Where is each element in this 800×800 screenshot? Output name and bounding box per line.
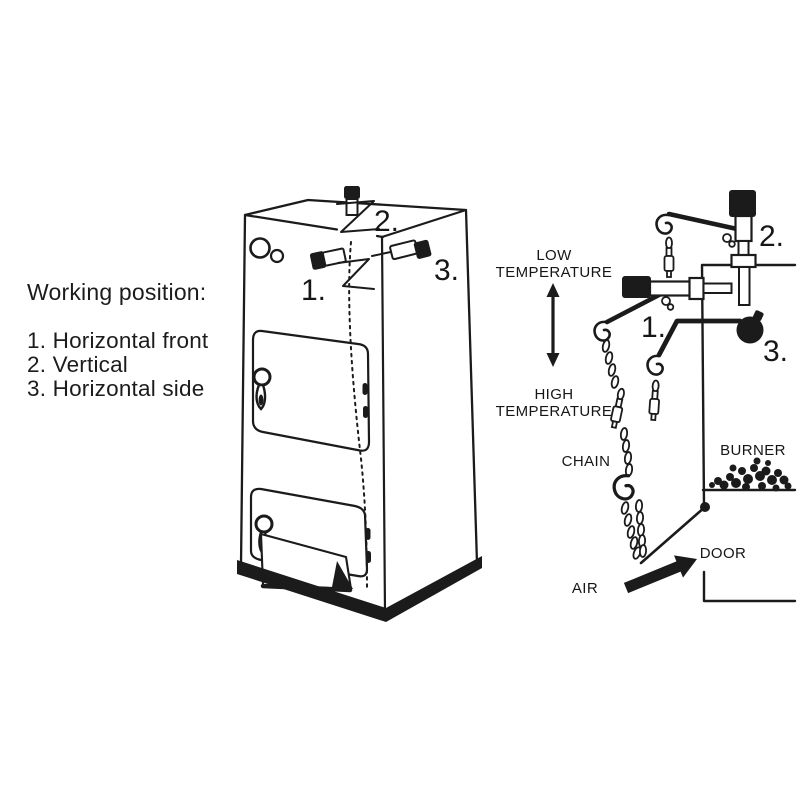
thermostat-body bbox=[648, 280, 692, 297]
regulator-chain bbox=[600, 338, 648, 561]
thermostat-knob bbox=[413, 239, 432, 259]
burner-coals bbox=[709, 457, 792, 492]
mounting-nut bbox=[688, 276, 705, 301]
door-frame-line bbox=[702, 570, 797, 603]
label-burner: BURNER bbox=[720, 442, 786, 459]
instructions-title: Working position: bbox=[27, 279, 207, 305]
flue-opening-large bbox=[249, 237, 271, 259]
label-low-temperature-line2: TEMPERATURE bbox=[496, 264, 613, 281]
mounting-nut bbox=[730, 253, 757, 269]
instructions-list: 1. Horizontal front 2. Vertical 3. Horiz… bbox=[27, 329, 208, 401]
instruction-item-2: 2. Vertical bbox=[27, 352, 129, 377]
thermostat-lever bbox=[604, 292, 662, 325]
boiler-position-label-side: 3. bbox=[434, 254, 459, 287]
thermostat-knob bbox=[736, 316, 764, 344]
flue-opening-small bbox=[269, 248, 285, 264]
temperature-range-arrow bbox=[546, 283, 560, 367]
thermostat-knob bbox=[344, 186, 360, 199]
ash-flap-shadow bbox=[332, 561, 353, 589]
boiler-front-top-edge bbox=[243, 213, 339, 231]
schematic-position-label-horizontal-front: 1. bbox=[641, 311, 666, 344]
cutaway-zigzag bbox=[336, 200, 380, 233]
schematic-position-label-horizontal-side: 3. bbox=[763, 335, 788, 368]
upper-door-handle-ring bbox=[252, 367, 272, 387]
chain-tensioner bbox=[663, 236, 675, 278]
lever-clamp bbox=[728, 240, 736, 248]
boiler-front-right-edge bbox=[380, 235, 387, 615]
chain-s-hook bbox=[612, 473, 635, 501]
lever-clamp bbox=[666, 303, 675, 311]
chain-hook bbox=[646, 354, 664, 376]
schematic-position-label-vertical: 2. bbox=[759, 220, 784, 253]
cutaway-zigzag bbox=[337, 258, 375, 290]
thermostat-lever bbox=[666, 211, 740, 232]
lower-door-hinge bbox=[366, 551, 371, 563]
thermostat-body bbox=[321, 247, 347, 267]
thermostat-neck bbox=[737, 240, 750, 257]
label-high-temperature-line2: TEMPERATURE bbox=[496, 403, 613, 420]
thermostat-lever bbox=[656, 318, 743, 358]
thermostat-position-top bbox=[336, 186, 380, 233]
thermostat-knob bbox=[309, 251, 327, 270]
thermostat-body bbox=[345, 198, 359, 216]
thermostat-position-front bbox=[309, 247, 375, 290]
lever-clamp bbox=[661, 296, 671, 306]
immersion-pipe bbox=[738, 266, 751, 306]
immersion-pipe bbox=[702, 282, 733, 294]
label-high-temperature-line1: HIGH bbox=[534, 386, 573, 403]
thermostat-body bbox=[734, 214, 753, 243]
thermostat-position-side bbox=[371, 239, 432, 261]
regulator-schematic: LOW TEMPERATURE HIGH TEMPERATURE CHAIN B… bbox=[496, 190, 797, 603]
boiler-position-label-front: 1. bbox=[301, 274, 326, 307]
label-low-temperature-line1: LOW bbox=[536, 247, 572, 264]
boiler-wall-line bbox=[700, 263, 797, 508]
thermostat-knob bbox=[622, 276, 651, 298]
schematic-thermostat-vertical bbox=[655, 190, 757, 306]
lower-door-handle-ring bbox=[254, 514, 274, 534]
air-door-flap-line bbox=[639, 505, 707, 565]
chain-hook bbox=[655, 213, 673, 235]
thermostat-knob bbox=[729, 190, 756, 217]
schematic-thermostat-horizontal-front bbox=[593, 276, 733, 342]
label-chain: CHAIN bbox=[562, 453, 611, 470]
boiler-base bbox=[237, 556, 482, 622]
boiler-drawing: 1. 2. 3. bbox=[237, 186, 482, 622]
upper-door-handle-tip bbox=[258, 394, 264, 406]
upper-door-hinge bbox=[363, 406, 368, 418]
label-door: DOOR bbox=[700, 545, 747, 562]
instruction-item-1: 1. Horizontal front bbox=[27, 328, 209, 353]
label-air: AIR bbox=[572, 580, 598, 597]
upper-door-hinge bbox=[362, 383, 368, 395]
lever-clamp bbox=[722, 233, 732, 243]
instructions-block: Working position: 1. Horizontal front 2.… bbox=[27, 280, 208, 401]
boiler-position-label-top: 2. bbox=[374, 205, 399, 238]
air-arrow bbox=[623, 555, 697, 594]
instruction-item-3: 3. Horizontal side bbox=[27, 376, 205, 401]
chain-tensioner bbox=[647, 379, 662, 422]
boiler-front-top-edge-right bbox=[375, 234, 385, 239]
thermostat-mount-line bbox=[371, 250, 394, 257]
boiler-top-right-edge bbox=[380, 208, 468, 239]
chain-hook bbox=[593, 320, 611, 342]
schematic-thermostat-horizontal-side bbox=[646, 310, 764, 422]
